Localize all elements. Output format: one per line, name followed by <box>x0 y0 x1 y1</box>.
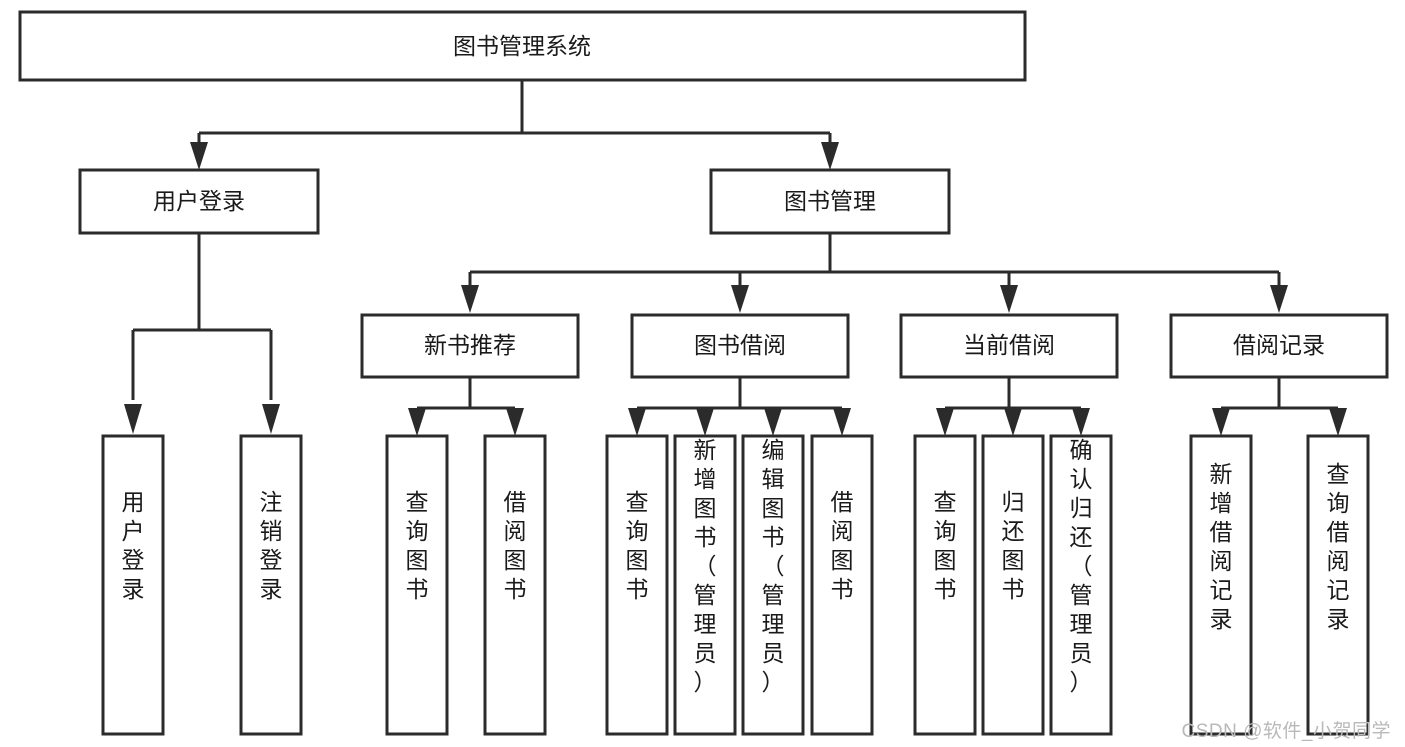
node-borrow-records-box <box>1169 313 1389 379</box>
node-current-borrow-box <box>899 313 1119 379</box>
node-book-borrow-box <box>630 313 850 379</box>
arrow-to-borrow-records-icon <box>1270 285 1288 313</box>
node-user-login[interactable]: 用户登录 <box>78 168 320 235</box>
leaf-book-borrow-edit-box <box>741 434 805 736</box>
leaf-book-borrow-borrow-label: 借阅图书 <box>831 489 854 602</box>
node-new-book-recommend[interactable]: 新书推荐 <box>360 313 580 379</box>
leaf-new-book-query-label: 查询图书 <box>406 489 429 602</box>
arrow-book-borrow-leaf1-icon <box>628 408 646 436</box>
leaf-current-borrow-confirm-box <box>1049 434 1113 736</box>
arrow-user-login-leaf2-icon <box>262 404 280 434</box>
leaf-borrow-records-add-box <box>1189 434 1253 736</box>
arrow-borrow-records-leaf2-icon <box>1329 408 1347 436</box>
node-user-login-label: 用户登录 <box>153 188 245 214</box>
leaf-current-borrow-query-label: 查询图书 <box>934 489 957 602</box>
leaf-borrow-records-add-label: 新增借阅记录 <box>1210 461 1233 632</box>
arrow-user-login-leaf1-icon <box>124 404 142 434</box>
node-book-management-box <box>709 168 951 235</box>
leaf-borrow-records-query[interactable]: 查询借阅记录 <box>1306 434 1370 736</box>
node-book-management[interactable]: 图书管理 <box>709 168 951 235</box>
leaf-current-borrow-confirm[interactable]: 确认归还（管理员） <box>1049 434 1113 736</box>
arrow-to-new-book-icon <box>461 285 479 313</box>
node-current-borrow[interactable]: 当前借阅 <box>899 313 1119 379</box>
leaf-new-book-borrow-label: 借阅图书 <box>504 489 527 602</box>
leaf-user-login-login-label: 用户登录 <box>122 489 145 602</box>
leaf-current-borrow-query[interactable]: 查询图书 <box>913 434 977 736</box>
leaf-book-borrow-query[interactable]: 查询图书 <box>605 434 669 736</box>
arrow-current-borrow-leaf1-icon <box>936 408 954 436</box>
edge-layer <box>124 80 1347 436</box>
leaf-borrow-records-add[interactable]: 新增借阅记录 <box>1189 434 1253 736</box>
arrow-current-borrow-leaf2-icon <box>1004 408 1022 436</box>
leaf-current-borrow-confirm-label: 确认归还（管理员） <box>1070 437 1093 695</box>
leaf-current-borrow-return-label: 归还图书 <box>1002 489 1025 602</box>
leaf-new-book-query-box <box>385 434 449 736</box>
arrow-new-book-leaf1-icon <box>408 408 426 436</box>
leaf-book-borrow-add-label: 新增图书（管理员） <box>694 437 717 695</box>
leaf-user-login-login[interactable]: 用户登录 <box>101 434 165 736</box>
arrow-to-book-borrow-icon <box>731 285 749 313</box>
arrow-new-book-leaf2-icon <box>506 408 524 436</box>
node-new-book-recommend-label: 新书推荐 <box>424 332 516 358</box>
node-root-label: 图书管理系统 <box>453 33 591 59</box>
node-book-borrow[interactable]: 图书借阅 <box>630 313 850 379</box>
node-new-book-recommend-box <box>360 313 580 379</box>
leaf-current-borrow-return-box <box>981 434 1045 736</box>
leaf-user-login-login-box <box>101 434 165 736</box>
leaf-current-borrow-return[interactable]: 归还图书 <box>981 434 1045 736</box>
leaf-user-login-logout[interactable]: 注销登录 <box>239 434 303 736</box>
node-borrow-records[interactable]: 借阅记录 <box>1169 313 1389 379</box>
node-root-box <box>18 10 1027 82</box>
leaf-borrow-records-query-box <box>1306 434 1370 736</box>
node-root-system[interactable]: 图书管理系统 <box>18 10 1027 82</box>
node-current-borrow-label: 当前借阅 <box>963 332 1055 358</box>
leaf-book-borrow-query-box <box>605 434 669 736</box>
leaf-book-borrow-borrow[interactable]: 借阅图书 <box>810 434 874 736</box>
leaf-book-borrow-borrow-box <box>810 434 874 736</box>
leaf-book-borrow-query-label: 查询图书 <box>626 489 649 602</box>
leaf-user-login-logout-box <box>239 434 303 736</box>
arrow-book-borrow-leaf4-icon <box>833 408 851 436</box>
leaf-new-book-query[interactable]: 查询图书 <box>385 434 449 736</box>
leaf-new-book-borrow-box <box>483 434 547 736</box>
node-book-borrow-label: 图书借阅 <box>694 332 786 358</box>
node-user-login-box <box>78 168 320 235</box>
leaf-book-borrow-add-box <box>673 434 737 736</box>
arrow-current-borrow-leaf3-icon <box>1072 408 1090 436</box>
leaf-current-borrow-query-box <box>913 434 977 736</box>
arrow-book-borrow-leaf2-icon <box>696 408 714 436</box>
arrow-root-to-book-mgmt-icon <box>821 142 839 170</box>
leaf-borrow-records-query-label: 查询借阅记录 <box>1327 461 1350 632</box>
leaf-new-book-borrow[interactable]: 借阅图书 <box>483 434 547 736</box>
arrow-root-to-user-login-icon <box>190 142 208 170</box>
node-book-management-label: 图书管理 <box>784 188 876 214</box>
node-borrow-records-label: 借阅记录 <box>1233 332 1325 358</box>
leaf-book-borrow-add[interactable]: 新增图书（管理员） <box>673 434 737 736</box>
leaf-book-borrow-edit-label: 编辑图书（管理员） <box>762 437 785 695</box>
leaf-book-borrow-edit[interactable]: 编辑图书（管理员） <box>741 434 805 736</box>
arrow-to-current-borrow-icon <box>1000 285 1018 313</box>
leaf-user-login-logout-label: 注销登录 <box>260 489 283 602</box>
arrow-borrow-records-leaf1-icon <box>1212 408 1230 436</box>
arrow-book-borrow-leaf3-icon <box>764 408 782 436</box>
